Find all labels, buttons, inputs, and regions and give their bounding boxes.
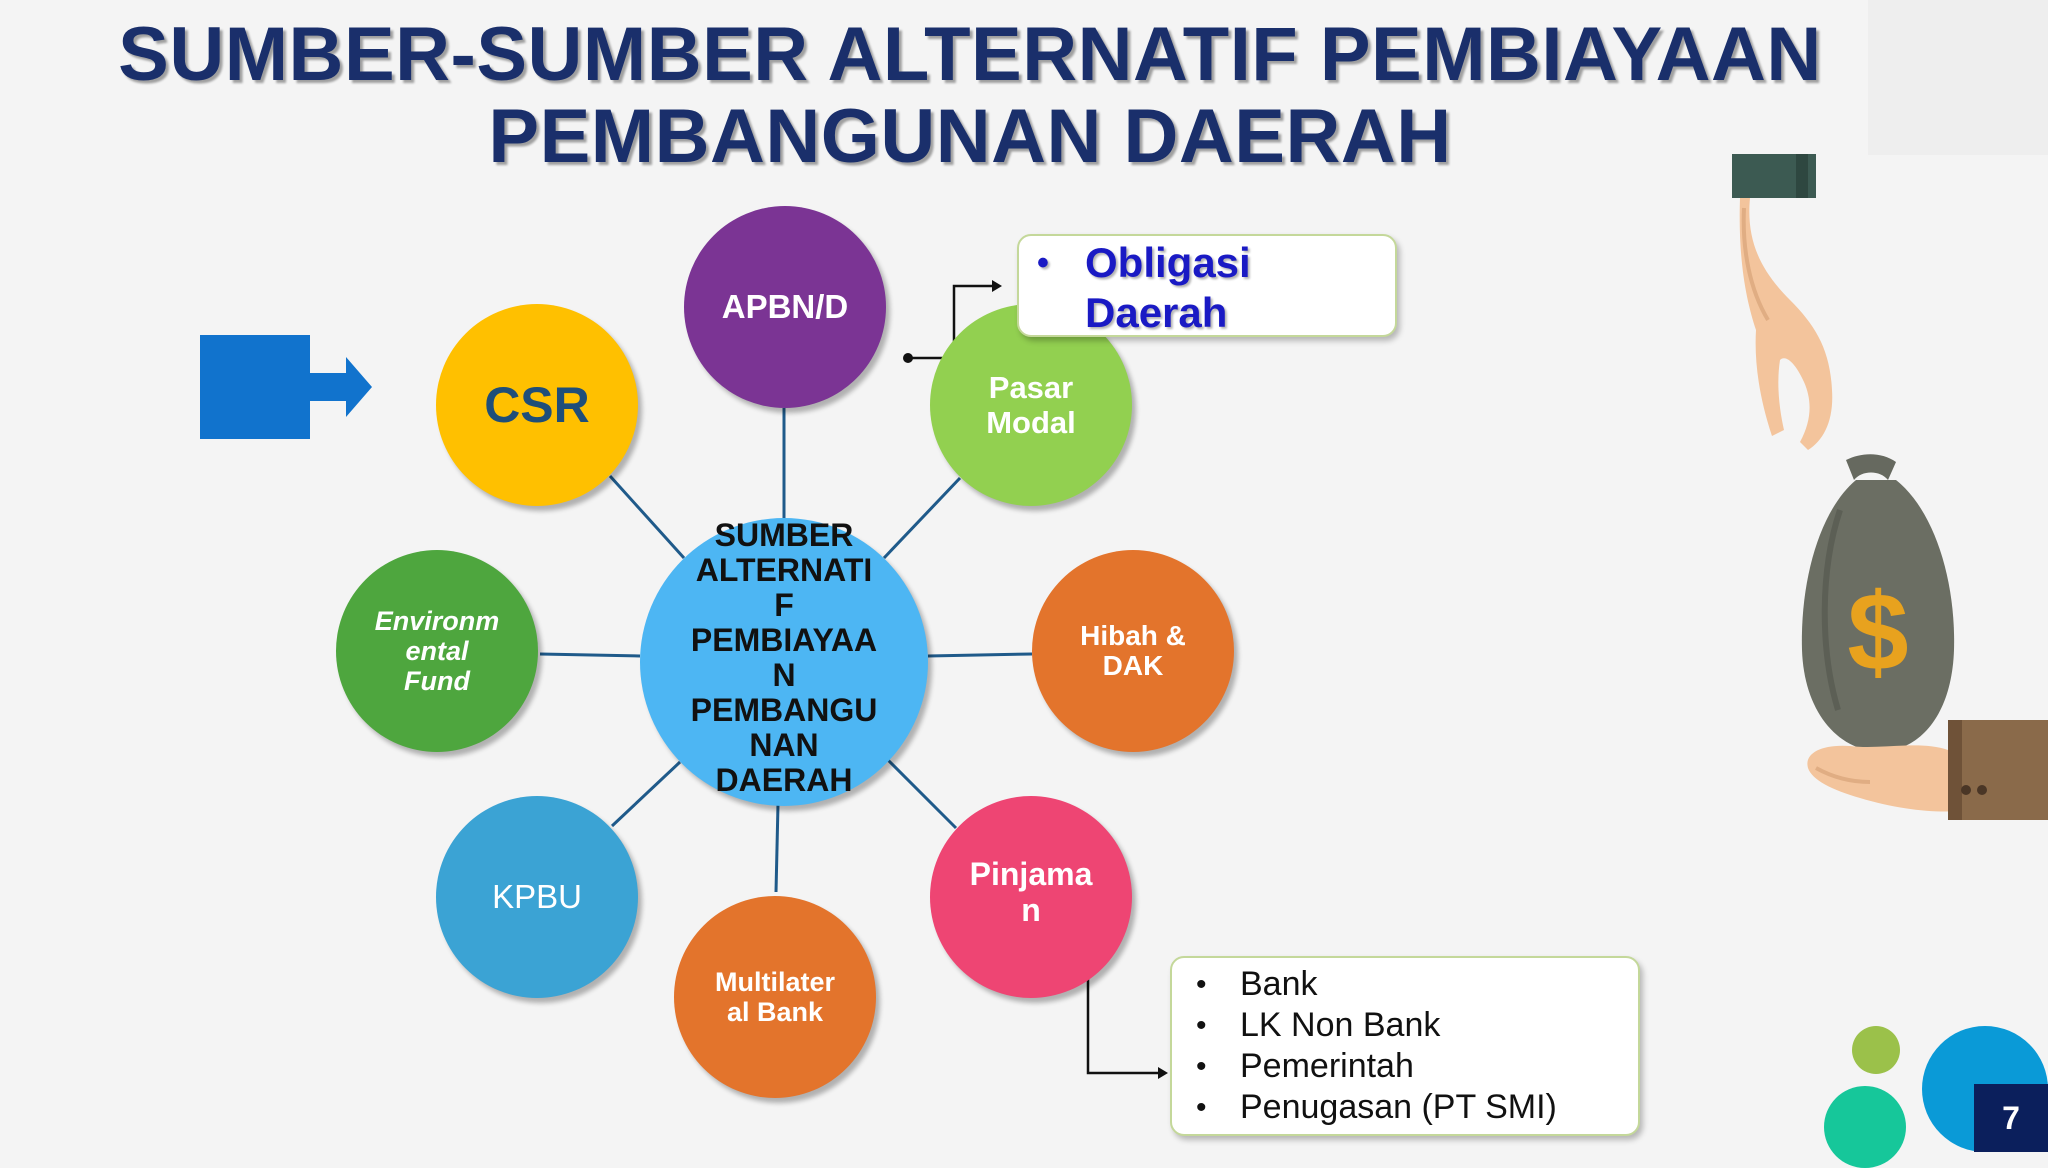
center-line: ALTERNATI	[695, 552, 873, 588]
callout-item: Bank	[1196, 964, 1628, 1005]
node-environmental-fund: Environm ental Fund	[336, 550, 538, 752]
page-number: 7	[1974, 1084, 2048, 1152]
node-hibah-dak: Hibah & DAK	[1032, 550, 1234, 752]
obligasi-callout: Obligasi Daerah	[1017, 234, 1397, 337]
title-line-1: SUMBER-SUMBER ALTERNATIF PEMBIAYAAN	[118, 12, 1822, 97]
center-line: SUMBER	[714, 517, 854, 553]
slide-title: SUMBER-SUMBER ALTERNATIF PEMBIAYAAN PEMB…	[0, 14, 1940, 178]
decor-dot-teal	[1824, 1086, 1906, 1168]
dollar-sign: $	[1847, 571, 1908, 694]
node-label: CSR	[484, 377, 590, 433]
center-label: SUMBER ALTERNATI F PEMBIAYAA N PEMBANGU …	[664, 518, 904, 798]
callout-item: Obligasi Daerah	[1037, 238, 1385, 338]
center-line: NAN	[749, 727, 819, 763]
money-bag-handover-icon: $	[1732, 154, 2048, 820]
center-line: PEMBANGU	[690, 692, 878, 728]
center-line: N	[772, 657, 796, 693]
node-label: Pasar Modal	[986, 370, 1076, 440]
center-line: PEMBIAYAA	[690, 622, 878, 658]
node-label: Environm ental Fund	[374, 606, 500, 696]
center-node	[640, 518, 928, 806]
callout-item: Penugasan (PT SMI)	[1196, 1087, 1628, 1128]
center-line: F	[774, 587, 794, 623]
node-pinjaman: Pinjama n	[930, 796, 1132, 998]
node-kpbu: KPBU	[436, 796, 638, 998]
pinjaman-callout: Bank LK Non Bank Pemerintah Penugasan (P…	[1170, 956, 1640, 1136]
node-label: Multilater al Bank	[714, 967, 835, 1027]
title-line-2: PEMBANGUNAN DAERAH	[488, 94, 1452, 179]
node-label: Pinjama n	[969, 856, 1093, 928]
node-label: Hibah & DAK	[1080, 620, 1186, 681]
node-multilateral-bank: Multilater al Bank	[674, 896, 876, 1098]
node-label: KPBU	[492, 878, 582, 915]
arrow-right-icon	[200, 335, 372, 439]
node-apbnd: APBN/D	[684, 206, 886, 408]
node-label: APBN/D	[721, 288, 849, 325]
center-line: DAERAH	[715, 762, 853, 798]
callout-item: LK Non Bank	[1196, 1005, 1628, 1046]
decor-dot-green	[1852, 1026, 1900, 1074]
corner-panel	[1868, 0, 2048, 155]
callout-item: Pemerintah	[1196, 1046, 1628, 1087]
node-csr: CSR	[436, 304, 638, 506]
